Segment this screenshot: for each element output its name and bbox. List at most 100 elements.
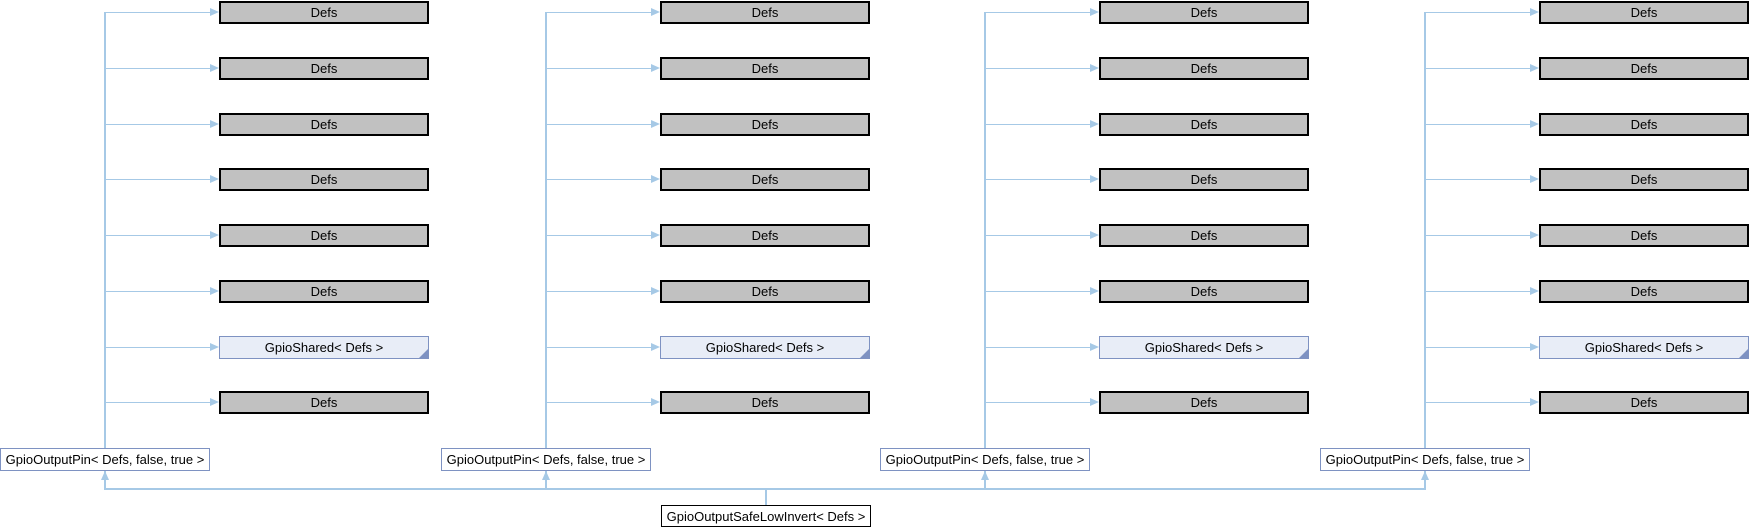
class-node-gpiooutputpin[interactable]: GpioOutputPin< Defs, false, true > (0, 448, 210, 471)
arrowhead-right-icon (1530, 120, 1539, 128)
edge-branch-line (985, 346, 1093, 349)
class-node-defs: Defs (219, 391, 429, 414)
class-node-gpiooutputpin[interactable]: GpioOutputPin< Defs, false, true > (880, 448, 1090, 471)
edge-branch-line (546, 178, 654, 181)
arrowhead-right-icon (651, 64, 660, 72)
class-node-gpioshared[interactable]: GpioShared< Defs > (660, 336, 870, 359)
class-node-defs: Defs (660, 168, 870, 191)
class-node-label: Defs (310, 117, 338, 132)
class-node-defs: Defs (1539, 391, 1749, 414)
class-node-gpioshared[interactable]: GpioShared< Defs > (219, 336, 429, 359)
class-node-defs: Defs (219, 168, 429, 191)
class-node-defs: Defs (219, 57, 429, 80)
class-node-label: GpioOutputPin< Defs, false, true > (1325, 452, 1525, 467)
truncation-corner-icon (1739, 349, 1748, 358)
edge-branch-line (1425, 234, 1533, 237)
edge-branch-line (546, 234, 654, 237)
arrowhead-right-icon (1090, 120, 1099, 128)
arrowhead-right-icon (651, 120, 660, 128)
class-node-defs: Defs (1539, 224, 1749, 247)
edge-branch-line (546, 401, 654, 404)
edge-trunk-line (545, 12, 547, 448)
arrowhead-right-icon (1090, 398, 1099, 406)
arrowhead-right-icon (210, 64, 219, 72)
edge-branch-line (546, 123, 654, 126)
arrowhead-right-icon (210, 231, 219, 239)
class-node-gpiooutputpin[interactable]: GpioOutputPin< Defs, false, true > (441, 448, 651, 471)
class-node-label: Defs (1190, 61, 1218, 76)
class-node-label: Defs (1630, 395, 1658, 410)
arrowhead-right-icon (651, 343, 660, 351)
arrowhead-right-icon (1090, 343, 1099, 351)
class-node-label: Defs (310, 228, 338, 243)
class-node-label: Defs (751, 172, 779, 187)
class-node-label: Defs (1190, 284, 1218, 299)
class-node-label: Defs (310, 172, 338, 187)
class-node-label: Defs (1630, 117, 1658, 132)
class-node-label: Defs (1630, 284, 1658, 299)
class-node-defs: Defs (1099, 57, 1309, 80)
class-node-label: Defs (1190, 172, 1218, 187)
class-node-label: Defs (1190, 395, 1218, 410)
class-node-label: GpioOutputPin< Defs, false, true > (446, 452, 646, 467)
class-node-label: Defs (1190, 228, 1218, 243)
arrowhead-right-icon (1530, 175, 1539, 183)
class-node-label: Defs (310, 395, 338, 410)
truncation-corner-icon (1299, 349, 1308, 358)
class-node-defs: Defs (660, 224, 870, 247)
edge-branch-line (105, 178, 213, 181)
arrowhead-right-icon (210, 175, 219, 183)
class-node-label: Defs (751, 395, 779, 410)
edge-branch-line (105, 123, 213, 126)
edge-branch-line (1425, 123, 1533, 126)
arrowhead-right-icon (651, 8, 660, 16)
class-node-gpioshared[interactable]: GpioShared< Defs > (1539, 336, 1749, 359)
class-node-defs: Defs (1099, 168, 1309, 191)
class-node-defs: Defs (219, 113, 429, 136)
arrowhead-right-icon (651, 231, 660, 239)
arrowhead-right-icon (210, 343, 219, 351)
class-node-gpiooutputpin[interactable]: GpioOutputPin< Defs, false, true > (1320, 448, 1530, 471)
class-node-gpiooutputsafelowinvert: GpioOutputSafeLowInvert< Defs > (661, 505, 871, 527)
edge-trunk-line (984, 12, 986, 448)
edge-branch-line (985, 178, 1093, 181)
arrowhead-up-icon (1420, 471, 1429, 480)
class-node-label: GpioOutputSafeLowInvert< Defs > (666, 508, 866, 524)
edge-pin-up-line (104, 471, 106, 490)
class-node-label: Defs (1630, 61, 1658, 76)
class-node-label: Defs (1190, 117, 1218, 132)
edge-root-stub-line (765, 488, 767, 505)
arrowhead-right-icon (210, 120, 219, 128)
class-node-gpioshared[interactable]: GpioShared< Defs > (1099, 336, 1309, 359)
arrowhead-right-icon (1090, 231, 1099, 239)
edge-branch-line (1425, 178, 1533, 181)
class-node-label: Defs (751, 61, 779, 76)
edge-branch-line (1425, 11, 1533, 14)
arrowhead-up-icon (980, 471, 989, 480)
class-node-defs: Defs (660, 280, 870, 303)
class-node-defs: Defs (660, 57, 870, 80)
edge-branch-line (1425, 67, 1533, 70)
class-node-label: Defs (310, 284, 338, 299)
class-node-defs: Defs (660, 1, 870, 24)
class-node-label: Defs (310, 61, 338, 76)
class-node-defs: Defs (1099, 224, 1309, 247)
class-node-defs: Defs (1539, 113, 1749, 136)
edge-pin-up-line (1424, 471, 1426, 490)
edge-branch-line (985, 401, 1093, 404)
class-node-label: GpioOutputPin< Defs, false, true > (885, 452, 1085, 467)
edge-branch-line (985, 234, 1093, 237)
arrowhead-right-icon (651, 287, 660, 295)
class-node-label: GpioShared< Defs > (705, 340, 825, 355)
class-node-label: Defs (1630, 5, 1658, 20)
class-node-label: Defs (1630, 228, 1658, 243)
edge-trunk-line (104, 12, 106, 448)
edge-branch-line (985, 290, 1093, 293)
class-node-defs: Defs (1539, 168, 1749, 191)
class-node-label: Defs (751, 5, 779, 20)
arrowhead-right-icon (1530, 231, 1539, 239)
class-node-label: Defs (751, 117, 779, 132)
arrowhead-right-icon (651, 175, 660, 183)
edge-branch-line (546, 290, 654, 293)
